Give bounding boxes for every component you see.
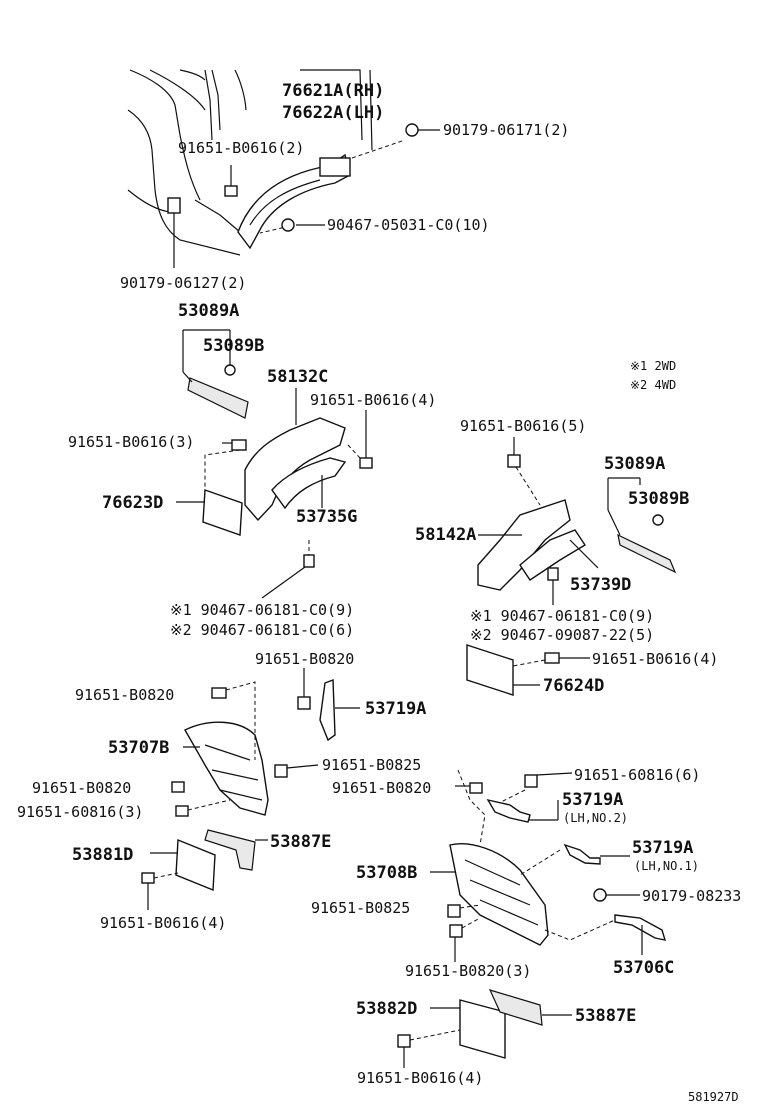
mudflap-53881d [175,838,216,892]
label-91651-b0616-4-right: 91651-B0616(4) [592,650,718,668]
label-90179-06127: 90179-06127(2) [120,274,246,292]
fastener-90179-06127 [167,197,181,268]
label-90179-06171: 90179-06171(2) [443,121,569,139]
splash-shield-58132c [244,417,347,522]
label-53887e-left: 53887E [270,832,331,852]
bolt-91651-b0820-d [469,782,483,794]
label-90467-05031: 90467-05031-C0(10) [327,216,490,234]
label-91651-b0825-b: 91651-B0825 [311,899,410,917]
label-91651-b0616-3: 91651-B0616(3) [68,433,194,451]
label-90467-06181-9-left: ※1 90467-06181-C0(9) [170,601,354,619]
label-58132c: 58132C [267,367,328,387]
clip-90179-08233 [593,888,607,902]
label-76621a: 76621A(RH) [282,81,384,101]
bolt-91651-b0825-b [447,904,461,918]
note-4wd: ※2 4WD [630,378,676,392]
label-53719a-lhno2: 53719A [562,790,623,810]
label-53089b-left: 53089B [203,336,264,356]
bracket-53089a-left [187,377,249,419]
clip-53089b-right [652,514,664,526]
bolt-91651-60816-3 [175,805,189,817]
label-76622a: 76622A(LH) [282,103,384,123]
mudguard-53708b [449,843,549,946]
label-91651-b0616-4-top: 91651-B0616(4) [310,391,436,409]
label-90467-06181-6-left: ※2 90467-06181-C0(6) [170,621,354,639]
mudguard-53707b [184,721,269,816]
label-53089a-right: 53089A [604,454,665,474]
label-91651-b0820-3: 91651-B0820(3) [405,962,531,980]
bolt-91651-b0820-a [211,687,227,699]
label-53887e-bottom: 53887E [575,1006,636,1026]
fastener-91651-b0616-top [224,165,238,197]
bracket-53719a-lhno1 [563,843,601,865]
label-53719a-left: 53719A [365,699,426,719]
label-76623d: 76623D [102,493,163,513]
bolt-91651-60816-6 [524,774,538,788]
bracket-53887e-left [204,829,256,871]
label-91651-b0616-4-bottom: 91651-B0616(4) [357,1069,483,1087]
label-91651-b0820-a: 91651-B0820 [75,686,174,704]
label-53739d: 53739D [570,575,631,595]
label-91651-b0616-4-left: 91651-B0616(4) [100,914,226,932]
bolt-91651-b0616-4-left [141,872,155,884]
label-lhno2: (LH,NO.2) [563,811,628,825]
fastener-90179-06171 [405,123,419,137]
label-91651-b0616-2: 91651-B0616(2) [178,139,304,157]
label-53089b-right: 53089B [628,489,689,509]
screw-90467-06181-right [547,567,559,581]
splash-shield-58142a [477,499,586,591]
label-76624d: 76624D [543,676,604,696]
label-53882d: 53882D [356,999,417,1019]
bracket-53719a-lhno2 [486,798,531,823]
label-90467-09087: ※2 90467-09087-22(5) [470,626,654,644]
bolt-91651-b0616-5 [507,454,521,468]
fender-flare-76621a [237,153,351,250]
bolt-91651-b0825-a [274,764,288,778]
label-90467-06181-9-right: ※1 90467-06181-C0(9) [470,607,654,625]
label-91651-b0820-d: 91651-B0820 [332,779,431,797]
bolt-91651-b0820-b [297,696,311,710]
label-91651-b0825-a: 91651-B0825 [322,756,421,774]
label-53719a-lhno1: 53719A [632,838,693,858]
label-90179-08233: 90179-08233 [642,887,741,905]
bolt-91651-b0616-4-top [359,410,373,469]
label-lhno1: (LH,NO.1) [634,859,699,873]
bracket-53706c [614,914,667,941]
bracket-53887e-bottom [488,989,543,1026]
label-53735g: 53735G [296,507,357,527]
fastener-90467-05031 [281,218,295,232]
label-91651-b0820-c: 91651-B0820 [32,779,131,797]
note-2wd: ※1 2WD [630,359,676,373]
bolt-91651-b0820-c [171,781,185,793]
bolt-91651-b0616-4-bottom [397,1034,411,1048]
label-91651-b0616-5: 91651-B0616(5) [460,417,586,435]
bracket-53719a-left [319,679,336,742]
label-91651-b0820-b: 91651-B0820 [255,650,354,668]
label-53706c: 53706C [613,958,674,978]
screw-90467-06181-left [303,554,315,568]
mudflap-76624d [466,644,514,696]
label-53089a-left: 53089A [178,301,239,321]
bracket-53089a-right [617,533,677,574]
mudflap-76623d [202,489,243,536]
label-91651-60816-3: 91651-60816(3) [17,803,143,821]
diagram-id: 581927D [688,1090,739,1104]
vehicle-body-outline [127,69,373,256]
bolt-91651-b0616-4-right [544,652,560,664]
label-58142a: 58142A [415,525,476,545]
clip-53089b-left [224,364,236,376]
label-53708b: 53708B [356,863,417,883]
bolt-91651-b0820-3 [449,924,463,938]
label-91651-60816-6: 91651-60816(6) [574,766,700,784]
bolt-91651-b0616-3 [231,439,247,451]
label-53881d: 53881D [72,845,133,865]
label-53707b: 53707B [108,738,169,758]
